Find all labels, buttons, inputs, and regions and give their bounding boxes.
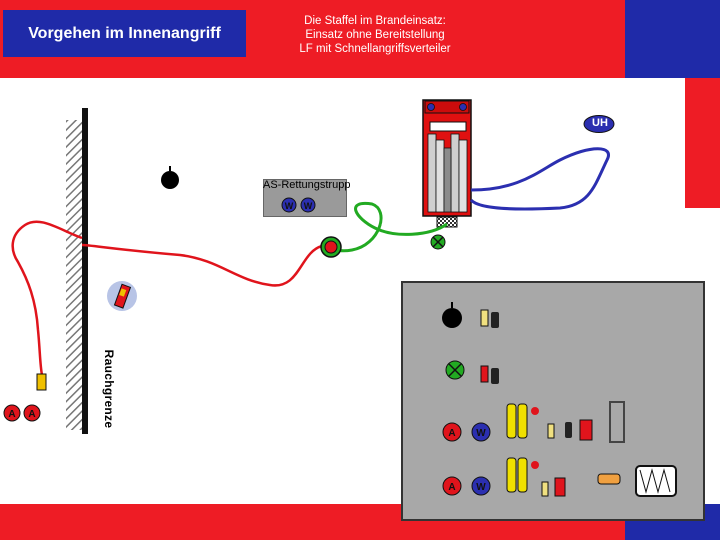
legend-water-troop-row bbox=[442, 457, 677, 497]
slide-title-text: Vorgehen im Innenangriff bbox=[28, 24, 221, 42]
hydrant-label: UH bbox=[592, 117, 608, 129]
legend-attack-troop-row bbox=[442, 401, 625, 443]
attack-hose-red-outside bbox=[11, 220, 83, 376]
subtitle-line-1: Die Staffel im Brandeinsatz: bbox=[304, 15, 446, 27]
rescue-member-2-label: W bbox=[304, 201, 313, 211]
nozzle-icon bbox=[36, 373, 47, 391]
smoke-border-wall bbox=[82, 108, 88, 434]
right-red-bar bbox=[685, 78, 720, 208]
attack-member-1-label: A bbox=[8, 409, 15, 420]
smoke-border-label: Rauchgrenze bbox=[102, 349, 116, 429]
hose-coupling-icon bbox=[320, 236, 342, 258]
machinist-symbol-icon bbox=[430, 234, 446, 250]
hydrant-icon bbox=[583, 115, 615, 133]
legend-attack-2-label: A bbox=[448, 482, 455, 493]
subtitle-line-2: Einsatz ohne Bereitstellung bbox=[305, 29, 445, 41]
hose-distributor-icon bbox=[436, 216, 458, 228]
subtitle-line-3: LF mit Schnellangriffsverteiler bbox=[299, 43, 451, 55]
legend-water-1-label: W bbox=[476, 428, 486, 439]
legend-attack-1-label: A bbox=[448, 428, 455, 439]
attack-hose-red-inside bbox=[81, 243, 323, 287]
smoke-border-hatch bbox=[66, 120, 82, 430]
slide-title: Vorgehen im Innenangriff bbox=[3, 10, 246, 57]
header-blue-block bbox=[625, 0, 720, 78]
attack-member-2-label: A bbox=[28, 409, 35, 420]
legend-water-2-label: W bbox=[476, 482, 486, 493]
fire-truck-icon bbox=[422, 99, 472, 217]
slide-subtitle: Die Staffel im Brandeinsatz: Einsatz ohn… bbox=[255, 14, 495, 56]
attack-hose-green bbox=[329, 201, 448, 253]
rescue-team-members bbox=[281, 197, 316, 213]
supply-hose-blue bbox=[469, 147, 610, 211]
legend-leader-row bbox=[442, 302, 499, 328]
rescue-team-label: AS-Rettungstrupp bbox=[263, 179, 351, 191]
group-leader-icon bbox=[161, 166, 179, 189]
portable-lamp-icon bbox=[107, 281, 137, 311]
attack-troop-members bbox=[3, 404, 41, 422]
rescue-member-1-label: W bbox=[285, 201, 294, 211]
legend-machinist-row bbox=[445, 360, 499, 384]
